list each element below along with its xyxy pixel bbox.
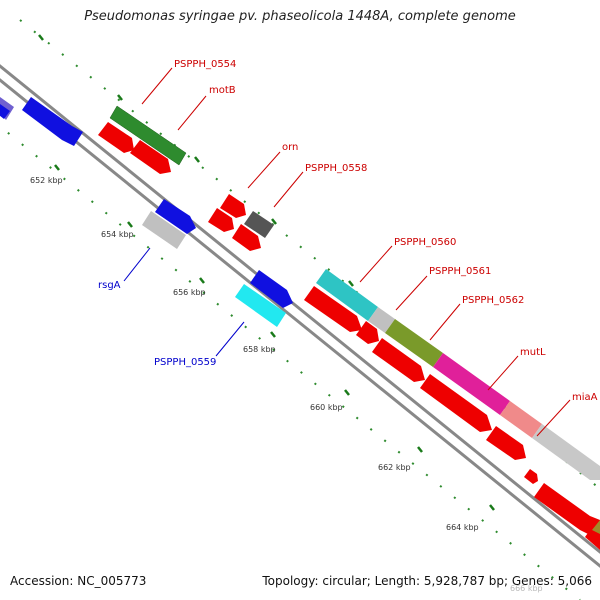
major-tick bbox=[127, 221, 133, 228]
gene-label[interactable]: PSPPH_0560 bbox=[394, 237, 456, 248]
feature-cog-motB[interactable] bbox=[109, 105, 187, 166]
backbone-outer-line bbox=[0, 64, 600, 554]
reverse-strand-features bbox=[0, 97, 293, 327]
kbp-label: 654 kbp bbox=[101, 230, 134, 239]
feature-cog-PSPPH_0558[interactable] bbox=[244, 211, 274, 238]
kbp-label: 662 kbp bbox=[378, 463, 411, 472]
major-tick bbox=[38, 34, 44, 41]
feature-cds-PSPPH_0554[interactable] bbox=[98, 122, 134, 153]
leader-line bbox=[487, 355, 519, 391]
tick-ring-outer bbox=[19, 19, 600, 491]
feature-cds-PSPPH_0562[interactable] bbox=[372, 338, 425, 382]
leader-line bbox=[123, 247, 151, 282]
major-tick bbox=[417, 446, 423, 453]
feature-cds-PSPPH_0559-blue[interactable] bbox=[250, 270, 293, 308]
gene-label[interactable]: mutL bbox=[520, 347, 546, 358]
kbp-label: 664 kbp bbox=[446, 523, 479, 532]
gene-label[interactable]: miaA bbox=[572, 392, 598, 403]
feature-cog-rsgA[interactable] bbox=[142, 211, 186, 249]
feature-cds-rsgA-blue[interactable] bbox=[155, 199, 196, 234]
kbp-label: 652 kbp bbox=[30, 176, 63, 185]
feature-cds-miaA[interactable] bbox=[486, 426, 526, 460]
major-tick bbox=[348, 280, 354, 287]
kbp-label: 660 kbp bbox=[310, 403, 343, 412]
feature-cog-next[interactable] bbox=[532, 424, 600, 480]
feature-cog-PSPPH_0562[interactable] bbox=[385, 319, 443, 367]
feature-cds-small[interactable] bbox=[524, 469, 538, 484]
kbp-labels: 652 kbp 654 kbp 656 kbp 658 kbp 660 kbp … bbox=[30, 176, 543, 593]
feature-cog-PSPPH_0559[interactable] bbox=[235, 284, 286, 327]
gene-label[interactable]: motB bbox=[209, 85, 236, 96]
major-tick bbox=[199, 277, 205, 284]
leader-line bbox=[536, 399, 571, 437]
gene-label[interactable]: PSPPH_0562 bbox=[462, 295, 524, 306]
genome-stats-text: Topology: circular; Length: 5,928,787 bp… bbox=[262, 574, 592, 588]
gene-label[interactable]: PSPPH_0554 bbox=[174, 59, 236, 70]
feature-cds-orn[interactable] bbox=[220, 194, 246, 218]
major-tick bbox=[194, 156, 200, 163]
tick-ring-inner bbox=[0, 125, 581, 600]
gene-label[interactable]: PSPPH_0558 bbox=[305, 163, 367, 174]
feature-cds-PSPPH_0558[interactable] bbox=[232, 224, 261, 251]
leader-line bbox=[359, 245, 393, 283]
major-tick bbox=[271, 218, 277, 225]
kbp-label: 656 kbp bbox=[173, 288, 206, 297]
feature-cds-PSPPH_0560[interactable] bbox=[304, 286, 362, 332]
feature-cds-PSPPH_0561[interactable] bbox=[356, 321, 379, 344]
feature-cog-edge[interactable] bbox=[592, 520, 600, 534]
feature-cog-miaA[interactable] bbox=[500, 401, 542, 438]
leader-line bbox=[141, 67, 173, 105]
feature-cog-mutL[interactable] bbox=[433, 353, 510, 415]
kbp-label: 666 kbp bbox=[510, 584, 543, 593]
leader-line bbox=[395, 275, 428, 311]
feature-cog-PSPPH_0560[interactable] bbox=[316, 269, 378, 321]
gene-label[interactable]: PSPPH_0561 bbox=[429, 266, 491, 277]
feature-cds-motB[interactable] bbox=[130, 140, 171, 174]
major-tick bbox=[489, 504, 495, 511]
kbp-label: 658 kbp bbox=[243, 345, 276, 354]
genome-backbone bbox=[0, 64, 600, 568]
gene-labels: PSPPH_0554 motB orn PSPPH_0558 PSPPH_056… bbox=[98, 59, 598, 403]
feature-cds-left-2[interactable] bbox=[0, 104, 10, 119]
gene-label[interactable]: PSPPH_0559 bbox=[154, 357, 216, 368]
map-title: Pseudomonas syringae pv. phaseolicola 14… bbox=[84, 9, 516, 24]
major-tick bbox=[54, 164, 60, 171]
feature-cds-mutL[interactable] bbox=[420, 374, 492, 432]
accession-text: Accession: NC_005773 bbox=[10, 574, 147, 588]
leader-line bbox=[215, 321, 245, 357]
leader-line bbox=[429, 303, 461, 341]
major-tick bbox=[344, 389, 350, 396]
major-tick bbox=[270, 331, 276, 338]
label-leaders bbox=[123, 67, 571, 437]
leader-line bbox=[247, 151, 281, 189]
major-tick bbox=[117, 94, 123, 101]
feature-cds-left-3[interactable] bbox=[22, 97, 83, 146]
gene-label[interactable]: orn bbox=[282, 142, 298, 153]
backbone-inner-line bbox=[0, 78, 600, 568]
forward-strand-features bbox=[98, 105, 600, 550]
feature-cds-orn-2[interactable] bbox=[208, 208, 234, 232]
feature-cog-PSPPH_0561[interactable] bbox=[368, 307, 395, 333]
leader-line bbox=[177, 95, 207, 131]
gene-label[interactable]: rsgA bbox=[98, 280, 121, 291]
feature-cds-next[interactable] bbox=[534, 483, 600, 540]
leader-line bbox=[273, 171, 304, 208]
